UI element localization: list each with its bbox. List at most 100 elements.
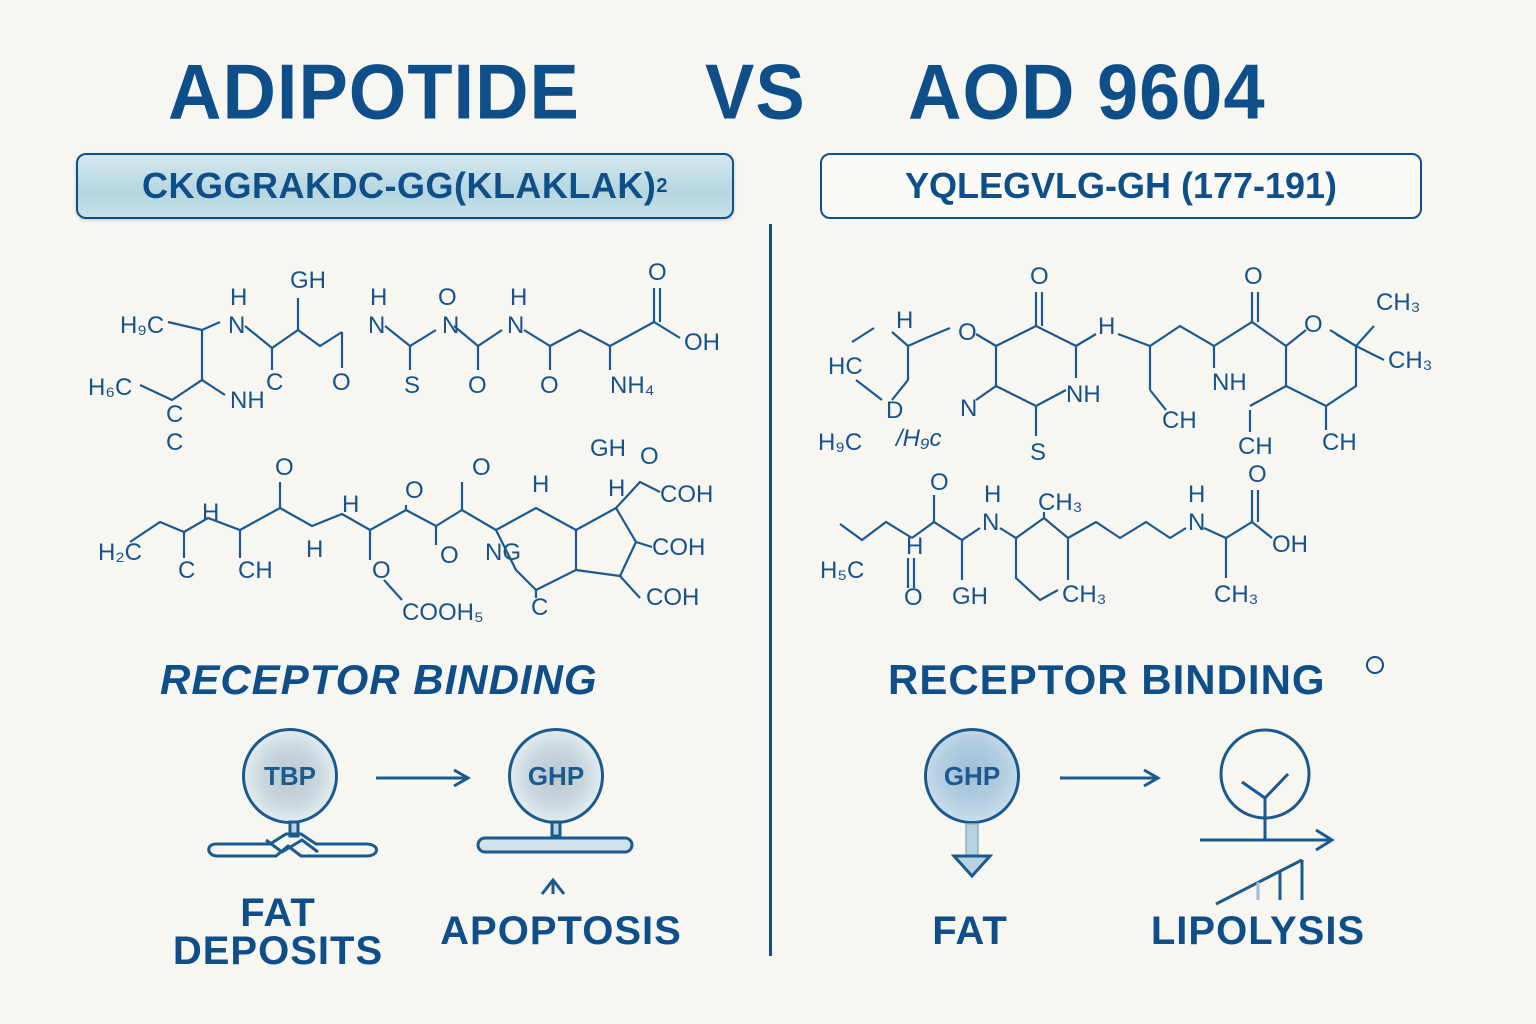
title-adipotide: ADIPOTIDE: [168, 47, 580, 136]
svg-text:O: O: [468, 372, 487, 399]
svg-text:C: C: [266, 369, 283, 396]
svg-text:O: O: [332, 369, 351, 396]
apoptosis-label: APOPTOSIS: [440, 909, 682, 953]
svg-text:GH: GH: [290, 267, 326, 294]
svg-text:O: O: [648, 259, 667, 286]
arrow-right-icon: [1060, 768, 1162, 788]
svg-text:H: H: [1098, 313, 1115, 340]
molecule-diagram-icon: HC H O O D N NH H₉C /H₉c S H CH O NH O C…: [818, 263, 1432, 466]
svg-text:H: H: [370, 284, 387, 311]
svg-text:H: H: [608, 475, 625, 502]
svg-text:COH: COH: [652, 534, 705, 561]
svg-text:H₂C: H₂C: [98, 539, 142, 566]
fat-label: FAT: [932, 909, 1008, 953]
svg-text:O: O: [930, 469, 949, 496]
adipotide-sequence: CKGGRAKDC-GG(KLAKLAK): [141, 165, 657, 206]
svg-text:O: O: [405, 477, 424, 504]
svg-text:CH₃: CH₃: [1388, 347, 1432, 374]
svg-text:OH: OH: [684, 329, 720, 356]
svg-text:O: O: [1248, 461, 1267, 488]
receptor-tbp-label: TBP: [264, 760, 316, 791]
svg-text:N: N: [960, 395, 977, 422]
adipotide-sequence-subscript: 2: [656, 174, 669, 197]
svg-text:D: D: [886, 397, 903, 424]
svg-text:H₉C: H₉C: [818, 429, 862, 456]
svg-text:CH₃: CH₃: [1376, 289, 1420, 316]
svg-text:COH: COH: [660, 481, 713, 508]
svg-text:COOH₅: COOH₅: [402, 599, 484, 626]
molecule-diagram-icon: H₅C O O H H N GH CH₃ CH₃ H N O OH CH₃: [820, 461, 1308, 611]
adipotide-receptor-binding-title: RECEPTOR BINDING: [160, 656, 598, 703]
svg-text:CH: CH: [1238, 433, 1273, 460]
svg-text:H₅C: H₅C: [820, 557, 864, 584]
arrow-down-icon: [950, 823, 994, 879]
svg-text:O: O: [438, 284, 457, 311]
page-title: ADIPOTIDE VS AOD 9604: [0, 47, 1536, 136]
svg-text:H: H: [984, 481, 1001, 508]
svg-text:H: H: [342, 491, 359, 518]
svg-text:N: N: [368, 312, 385, 339]
fat-cell-membrane-icon: [207, 820, 378, 858]
aod9604-sequence: YQLEGVLG-GH (177-191): [904, 165, 1338, 206]
svg-text:OH: OH: [1272, 531, 1308, 558]
svg-text:CH: CH: [238, 557, 273, 584]
adipotide-structure-bottom: H₂C C H CH O H H O O O O COOH₅ NG H C GH…: [80, 430, 740, 635]
svg-text:O: O: [1030, 263, 1049, 290]
svg-text:NH: NH: [1212, 369, 1247, 396]
svg-text:H: H: [1188, 481, 1205, 508]
receptor-ghp-right: GHP: [924, 728, 1020, 824]
svg-text:C: C: [166, 401, 183, 428]
lipolysis-receptor-icon: [1200, 728, 1335, 906]
receptor-ghp-left-label: GHP: [527, 760, 585, 791]
degree-mark-icon: [1366, 656, 1384, 674]
svg-text:CH: CH: [1162, 407, 1197, 434]
svg-text:CH₃: CH₃: [1062, 581, 1106, 608]
svg-text:N: N: [228, 312, 245, 339]
svg-text:O: O: [440, 542, 459, 569]
svg-text:N: N: [1188, 509, 1205, 536]
molecule-diagram-icon: H₂C C H CH O H H O O O O COOH₅ NG H C GH…: [98, 435, 713, 626]
lipolysis-label: LIPOLYSIS: [1150, 909, 1366, 953]
svg-text:H: H: [906, 533, 923, 560]
svg-text:/H₉c: /H₉c: [894, 425, 942, 452]
adipotide-structure-top: H₉C H₆C H N NH GH C H N O S O N O H N O …: [80, 250, 740, 465]
svg-text:H: H: [510, 284, 527, 311]
svg-text:O: O: [275, 454, 294, 481]
arrow-right-icon: [376, 768, 472, 788]
title-aod9604: AOD 9604: [908, 47, 1266, 136]
svg-text:C: C: [531, 594, 548, 621]
svg-text:HC: HC: [828, 353, 863, 380]
svg-text:CH₃: CH₃: [1038, 489, 1082, 516]
svg-text:H₆C: H₆C: [88, 374, 132, 401]
svg-text:O: O: [1244, 263, 1263, 290]
svg-text:N: N: [982, 509, 999, 536]
svg-text:O: O: [958, 319, 977, 346]
receptor-ghp-right-label: GHP: [943, 760, 1001, 791]
molecule-diagram-icon: H₉C H₆C H N NH GH C H N O S O N O H N O …: [88, 259, 720, 456]
center-divider: [769, 224, 772, 956]
adipotide-sequence-box: CKGGRAKDC-GG(KLAKLAK)2: [76, 153, 734, 219]
svg-text:H: H: [230, 284, 247, 311]
receptor-tbp: TBP: [242, 728, 338, 824]
svg-text:CH: CH: [1322, 429, 1357, 456]
svg-text:C: C: [178, 557, 195, 584]
svg-text:N: N: [442, 312, 459, 339]
svg-text:S: S: [404, 372, 420, 399]
aod9604-structure-bottom: H₅C O O H H N GH CH₃ CH₃ H N O OH CH₃: [800, 450, 1460, 635]
svg-text:S: S: [1030, 439, 1046, 466]
svg-text:O: O: [904, 584, 923, 611]
svg-text:GH: GH: [952, 583, 988, 610]
svg-text:O: O: [372, 557, 391, 584]
svg-text:O: O: [640, 443, 659, 470]
svg-text:NH: NH: [1066, 381, 1101, 408]
aod9604-sequence-box: YQLEGVLG-GH (177-191): [820, 153, 1422, 219]
svg-text:H: H: [306, 536, 323, 563]
svg-text:COH: COH: [646, 584, 699, 611]
svg-text:O: O: [472, 454, 491, 481]
svg-text:O: O: [1304, 311, 1323, 338]
cell-membrane-bar-icon: [476, 820, 634, 854]
aod9604-structure-top: HC H O O D N NH H₉C /H₉c S H CH O NH O C…: [800, 250, 1460, 475]
svg-text:NH: NH: [230, 387, 265, 414]
svg-text:GH: GH: [590, 435, 626, 462]
svg-text:H₉C: H₉C: [120, 312, 164, 339]
